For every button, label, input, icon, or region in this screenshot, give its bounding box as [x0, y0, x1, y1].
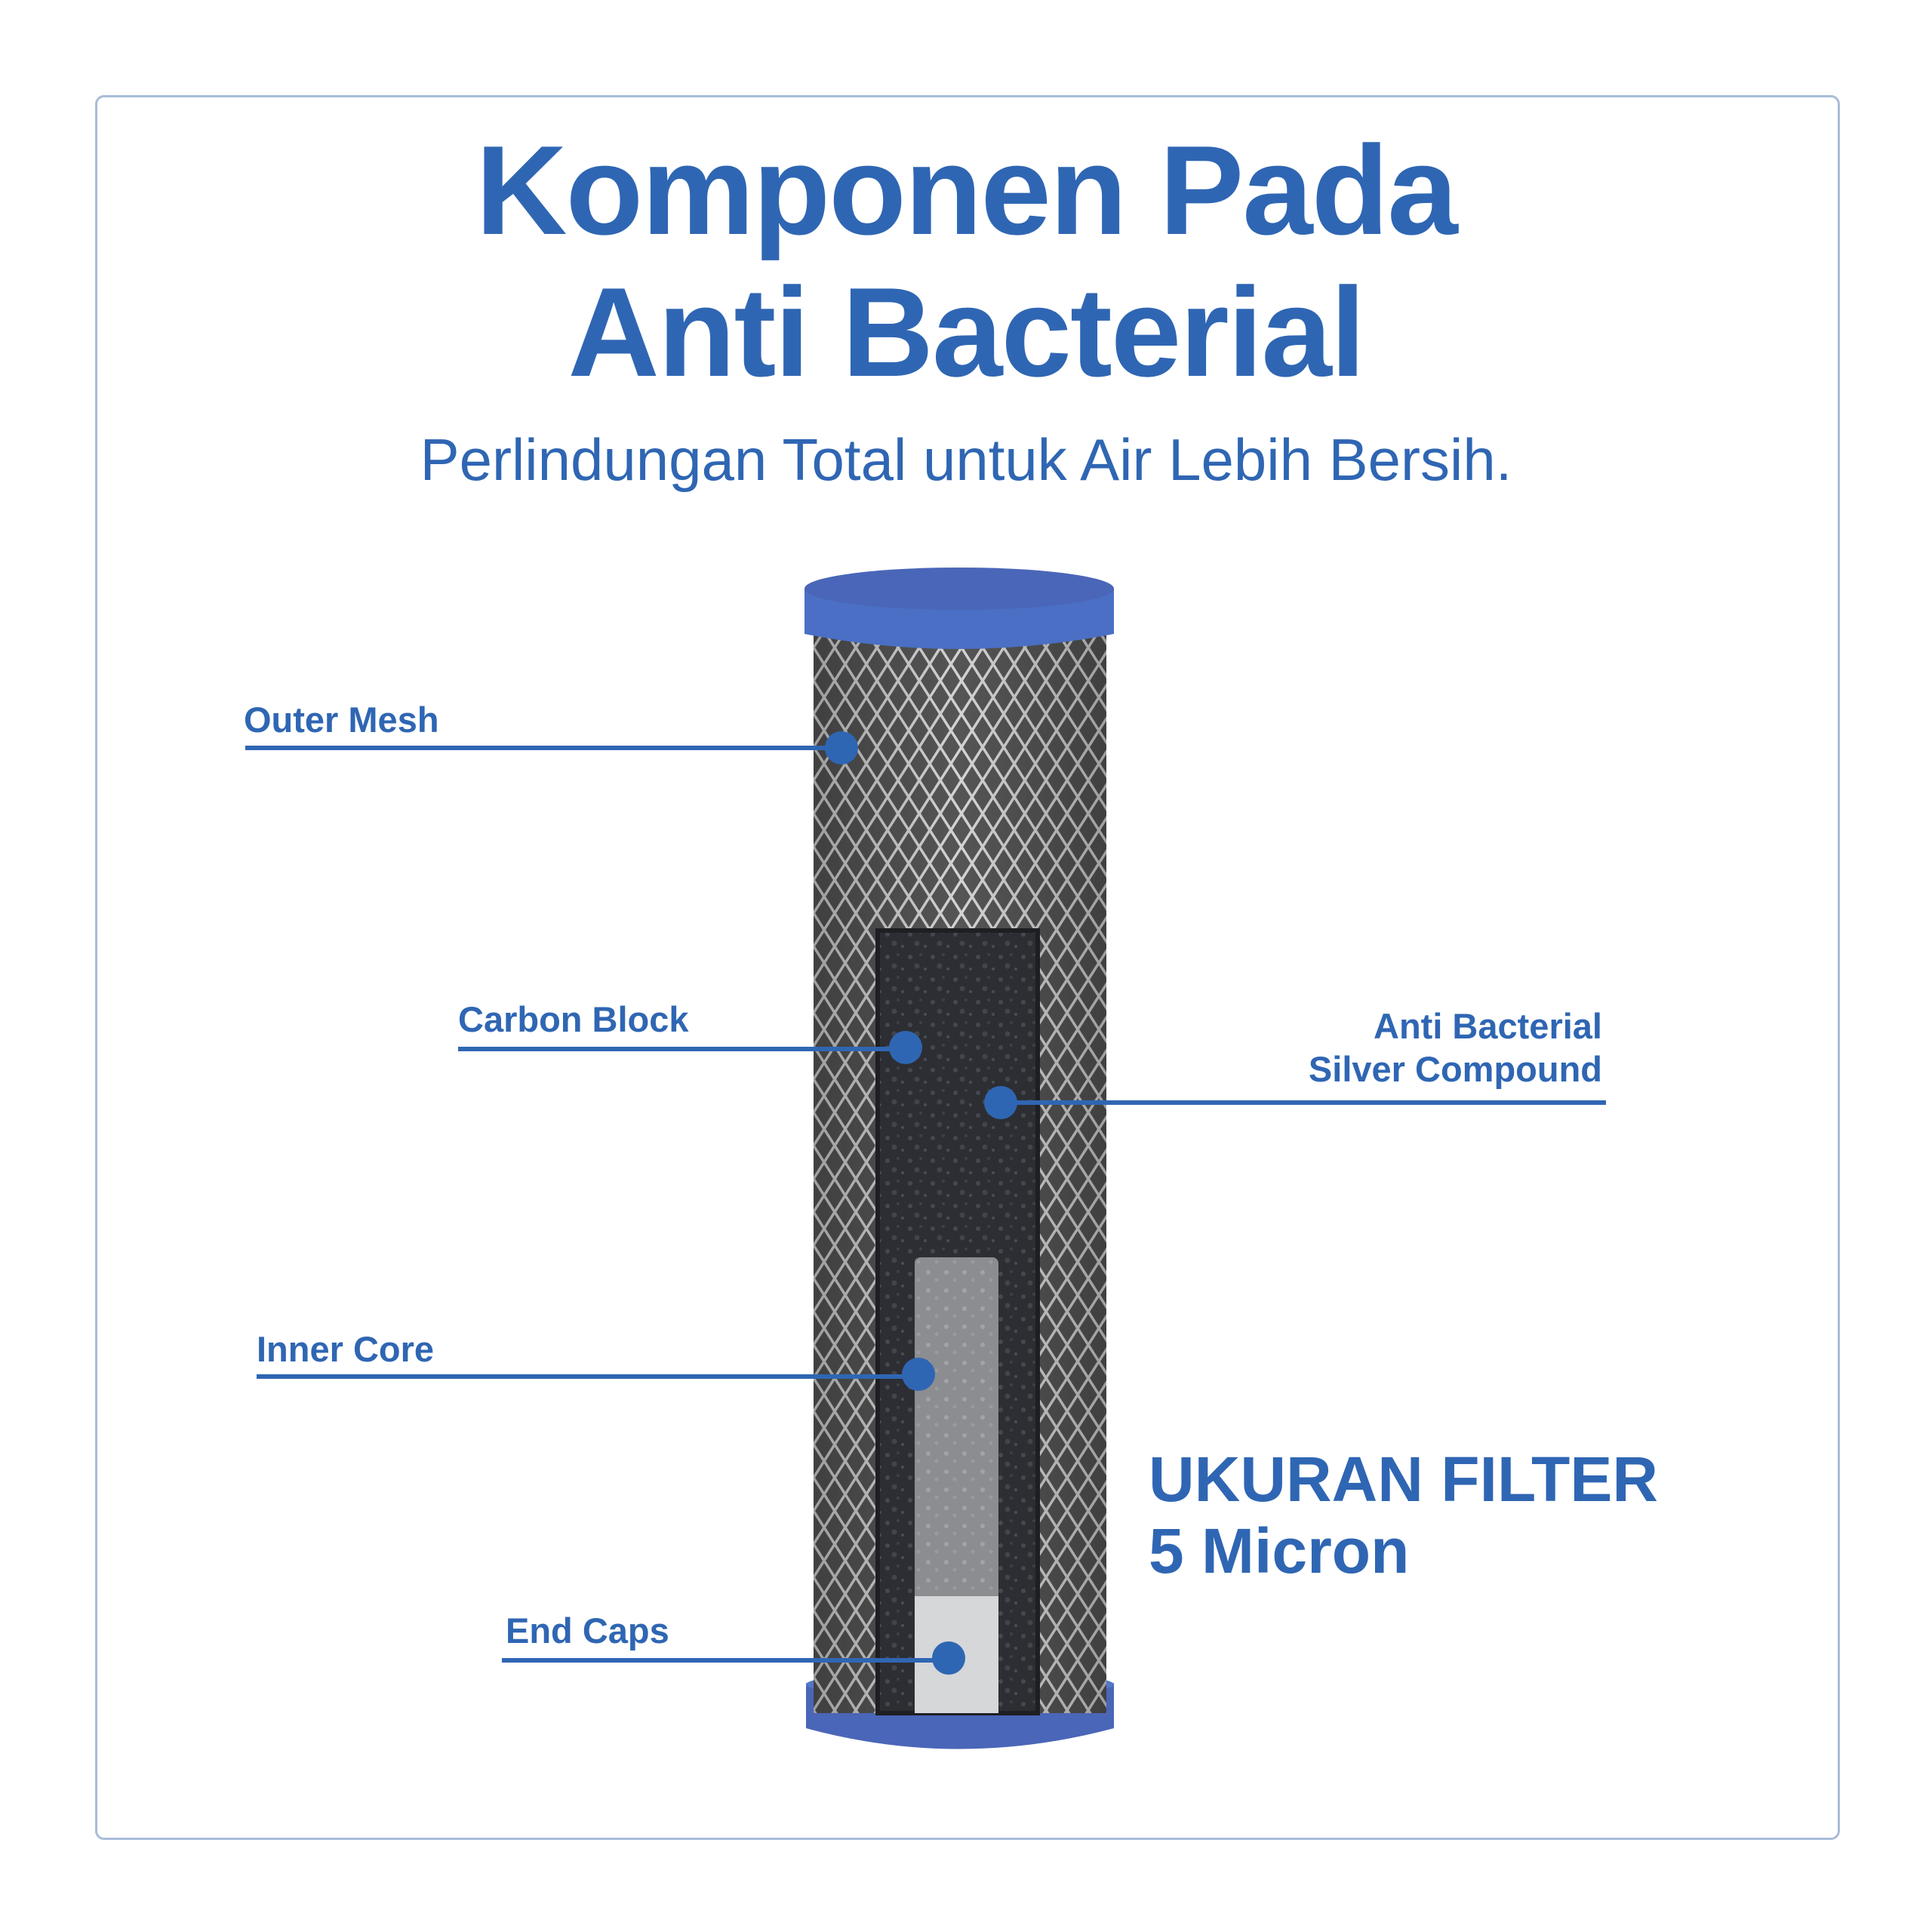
carbon-block-dot — [889, 1031, 922, 1064]
label-anti-bacterial-line1: Anti Bacterial — [1374, 1006, 1602, 1046]
outer-mesh-dot — [825, 731, 858, 764]
filter-size-value: 5 Micron — [1149, 1515, 1410, 1586]
page-title-line1: Komponen Pada — [475, 119, 1457, 261]
page-title-line2: Anti Bacterial — [568, 261, 1366, 403]
label-inner-core: Inner Core — [257, 1329, 435, 1369]
anti-bacterial-dot — [984, 1086, 1017, 1119]
label-carbon-block: Carbon Block — [458, 999, 689, 1039]
label-outer-mesh: Outer Mesh — [244, 700, 439, 740]
end-caps-dot — [932, 1641, 965, 1675]
label-end-caps: End Caps — [506, 1611, 669, 1651]
top-end-cap — [804, 568, 1114, 649]
card-frame — [95, 95, 1840, 1840]
filter-size-label: UKURAN FILTER — [1149, 1444, 1659, 1515]
label-anti-bacterial-line2: Silver Compound — [1308, 1049, 1602, 1089]
inner-core-dot — [902, 1358, 935, 1391]
page-subtitle: Perlindungan Total untuk Air Lebih Bersi… — [420, 426, 1512, 493]
